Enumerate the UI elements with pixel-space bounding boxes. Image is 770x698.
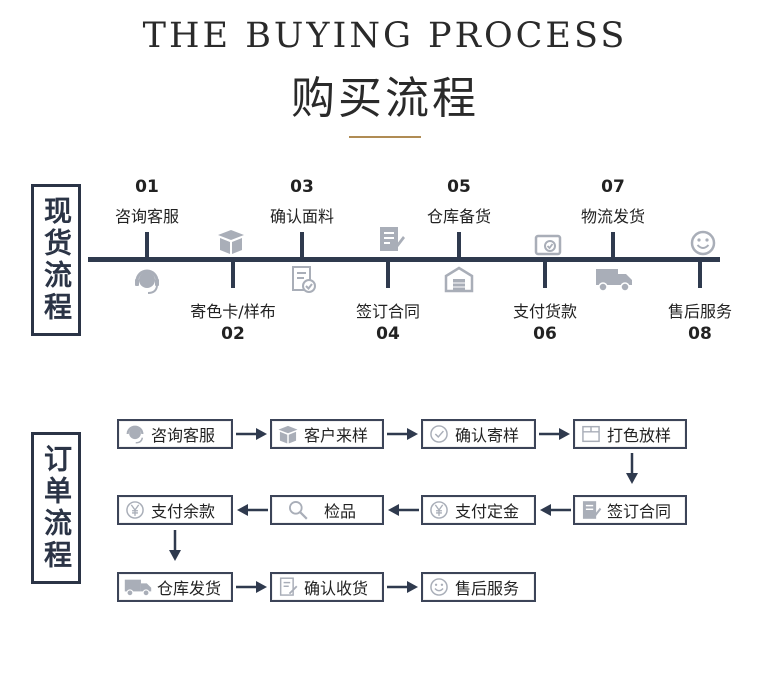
- payment-icon: [534, 234, 562, 256]
- truck-icon: [124, 579, 152, 597]
- step-label-08: 售后服务: [667, 302, 732, 321]
- flow-step-color-sampling: 打色放样: [573, 419, 687, 449]
- step-number-01: 01: [135, 177, 159, 197]
- warehouse-icon: [444, 266, 474, 293]
- flow-step-label: 客户来样: [304, 426, 369, 445]
- step-number-07: 07: [601, 177, 625, 197]
- step-number-02: 02: [221, 324, 245, 344]
- title-chinese: 购买流程: [291, 73, 479, 124]
- timeline-tick: [457, 232, 461, 260]
- step-number-03: 03: [290, 177, 314, 197]
- flow-step-sign-contract: 签订合同: [573, 495, 687, 525]
- flow-step-customer-sample: 客户来样: [270, 419, 384, 449]
- spot-flow-label-box: 现货流程: [31, 184, 81, 336]
- order-flow-label-box: 订单流程: [31, 432, 81, 584]
- flow-step-warehouse-ship: 仓库发货: [117, 572, 233, 602]
- spot-flow-label: 现货流程: [40, 196, 73, 324]
- timeline-tick: [698, 260, 702, 288]
- arrow-down: [169, 530, 181, 561]
- step-label-02: 寄色卡/样布: [190, 302, 276, 321]
- timeline-tick: [145, 232, 149, 260]
- title-divider: [349, 136, 421, 138]
- flow-step-label: 支付余款: [151, 502, 216, 521]
- step-label-06: 支付货款: [512, 302, 577, 321]
- arrow-right: [539, 428, 570, 440]
- timeline-tick: [611, 232, 615, 260]
- headset-icon: [135, 269, 159, 294]
- contract-icon: [380, 227, 405, 251]
- step-label-01: 咨询客服: [114, 207, 179, 226]
- arrow-left: [540, 504, 571, 516]
- smile-icon: [430, 578, 448, 596]
- arrow-right: [236, 581, 267, 593]
- flow-step-confirm-receipt: 确认收货: [270, 572, 384, 602]
- timeline-line: [88, 257, 720, 262]
- timeline-tick: [386, 260, 390, 288]
- magnifier-icon: [289, 501, 308, 520]
- arrow-right: [387, 428, 418, 440]
- step-number-06: 06: [533, 324, 557, 344]
- check-circle-icon: [430, 425, 448, 443]
- flow-step-label: 打色放样: [607, 426, 672, 445]
- timeline-tick: [543, 260, 547, 288]
- box-icon: [278, 425, 298, 444]
- order-flow-label: 订单流程: [40, 444, 73, 572]
- title-english: THE BUYING PROCESS: [142, 16, 628, 56]
- arrow-right: [387, 581, 418, 593]
- timeline-tick: [300, 232, 304, 260]
- flow-step-inspection: 检品: [270, 495, 384, 525]
- yen-icon: [126, 501, 144, 519]
- flow-step-label: 检品: [324, 502, 357, 521]
- box-icon: [218, 230, 244, 254]
- flow-step-consult: 咨询客服: [117, 419, 233, 449]
- flow-step-label: 签订合同: [607, 502, 672, 521]
- flow-step-label: 支付定金: [455, 502, 520, 521]
- flow-step-confirm-sample: 确认寄样: [421, 419, 536, 449]
- flow-step-label: 仓库发货: [157, 579, 222, 598]
- flow-step-label: 咨询客服: [151, 426, 216, 445]
- flow-step-label: 确认寄样: [455, 426, 520, 445]
- headset-icon: [126, 425, 144, 444]
- arrow-right: [236, 428, 267, 440]
- flow-step-pay-deposit: 支付定金: [421, 495, 536, 525]
- flow-step-after-sales: 售后服务: [421, 572, 536, 602]
- step-label-05: 仓库备货: [426, 207, 491, 226]
- checklist-icon: [292, 266, 316, 293]
- checklist-icon: [279, 577, 298, 596]
- step-label-03: 确认面料: [269, 207, 334, 226]
- smile-icon: [690, 230, 716, 256]
- flow-step-pay-balance: 支付余款: [117, 495, 233, 525]
- arrow-left: [237, 504, 268, 516]
- step-number-04: 04: [376, 324, 400, 344]
- arrow-left: [388, 504, 419, 516]
- step-label-07: 物流发货: [580, 207, 645, 226]
- flow-step-label: 售后服务: [455, 579, 520, 598]
- step-number-08: 08: [688, 324, 712, 344]
- step-label-04: 签订合同: [355, 302, 420, 321]
- yen-icon: [430, 501, 448, 519]
- timeline-tick: [231, 260, 235, 288]
- step-number-05: 05: [447, 177, 471, 197]
- truck-icon: [596, 269, 632, 292]
- swatch-icon: [582, 425, 600, 443]
- contract-icon: [582, 501, 602, 519]
- arrow-down: [626, 453, 638, 484]
- flow-step-label: 确认收货: [304, 579, 369, 598]
